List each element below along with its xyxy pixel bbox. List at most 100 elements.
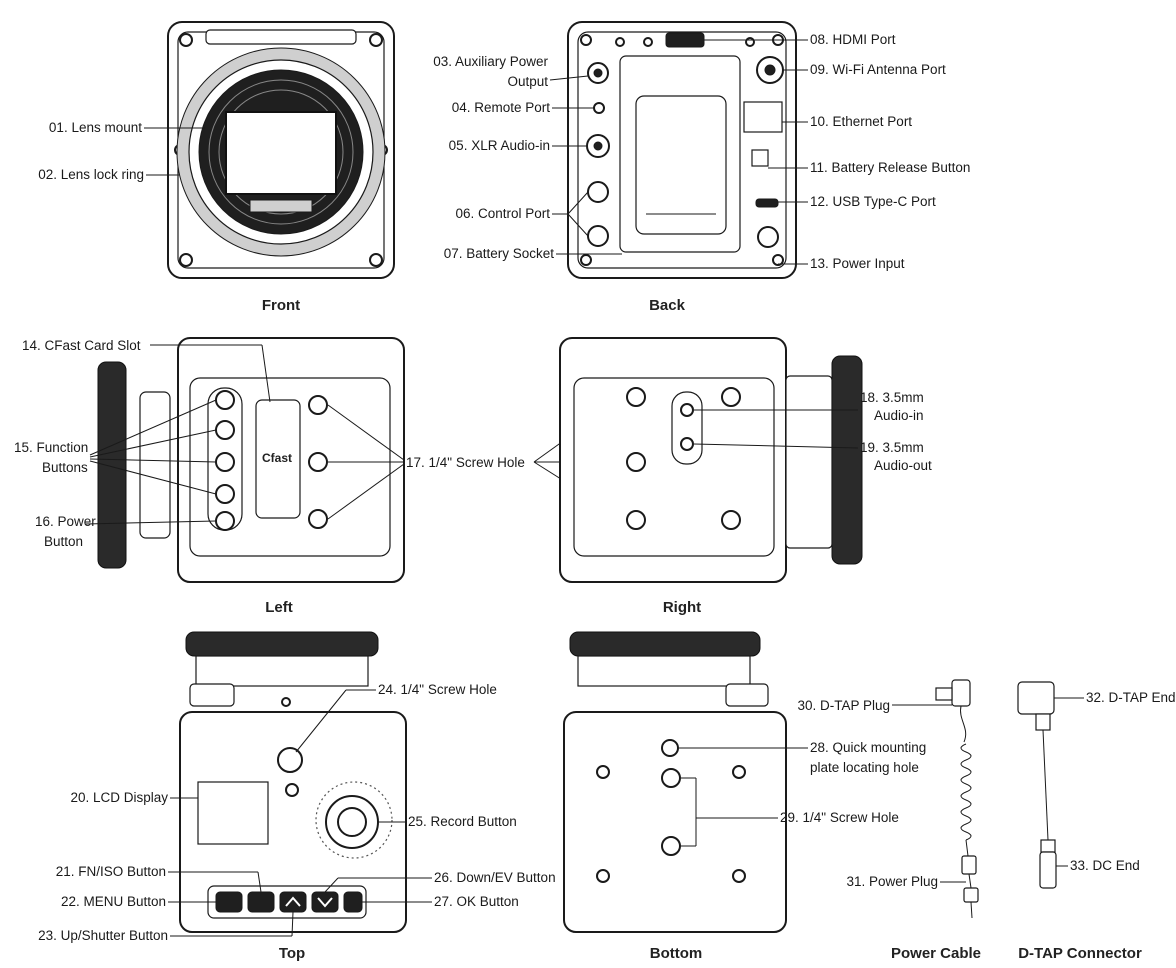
usb-c-port — [755, 198, 779, 208]
record-button-grip — [315, 781, 393, 859]
top-screw — [281, 697, 291, 707]
right-screw-hole — [721, 387, 741, 407]
callout-record-button: 25. Record Button — [408, 814, 517, 829]
callout-audio-out: 19. 3.5mm — [860, 440, 924, 455]
callout-lens-mount: 01. Lens mount — [49, 120, 142, 135]
callout-audio-in: 18. 3.5mm — [860, 390, 924, 405]
power-cable-wire — [960, 705, 967, 743]
right-handle-mount — [785, 375, 833, 549]
callout-top-screw-hole: 24. 1/4" Screw Hole — [378, 682, 497, 697]
right-screw-hole — [721, 510, 741, 530]
right-screw-hole — [626, 387, 646, 407]
record-button — [337, 807, 367, 837]
callout-function-buttons: 15. Function — [14, 440, 88, 455]
callout-xlr-audio-in: 05. XLR Audio-in — [449, 138, 550, 153]
bottom-view-title: Bottom — [650, 945, 703, 962]
xlr-audio-port-core — [593, 141, 603, 151]
leader-line — [567, 191, 589, 215]
callout-aux-power-output: 03. Auxiliary Power — [433, 54, 548, 69]
dtap-cable-wire — [1042, 729, 1049, 841]
top-clamp — [189, 683, 235, 707]
audio-out-jack — [680, 437, 694, 451]
hdmi-port — [665, 32, 705, 48]
right-handle — [831, 355, 863, 565]
dtap-end-strain-relief — [1035, 713, 1051, 731]
callout-fn-iso-button: 21. FN/ISO Button — [56, 864, 166, 879]
lens-mount-ring — [218, 89, 344, 215]
bottom-screw — [732, 869, 746, 883]
audio-jack-panel — [671, 391, 703, 465]
dtap-plug — [951, 679, 971, 707]
top-view-title: Top — [279, 945, 305, 962]
cfast-logo: Cfast — [262, 451, 292, 465]
leader-line — [89, 429, 217, 458]
ethernet-port — [743, 101, 783, 133]
bottom-handle — [569, 631, 761, 657]
callout-aux-power-output-line2: Output — [507, 74, 548, 89]
left-handle — [97, 361, 127, 569]
top-locating-hole — [285, 783, 299, 797]
back-screw — [580, 254, 592, 266]
left-screw-hole — [308, 395, 328, 415]
right-view-title: Right — [663, 599, 701, 616]
callout-power-button-line2: Button — [44, 534, 83, 549]
callout-ok-button: 27. OK Button — [434, 894, 519, 909]
power-plug — [963, 887, 979, 903]
up-shutter-button — [279, 891, 307, 913]
dtap-end — [1017, 681, 1055, 715]
wifi-antenna-port-core — [764, 64, 776, 76]
callout-locating-hole: 28. Quick mounting — [810, 740, 926, 755]
callout-control-port: 06. Control Port — [455, 206, 550, 221]
back-screw — [745, 37, 755, 47]
callout-function-buttons-line2: Buttons — [42, 460, 88, 475]
battery-plate — [635, 95, 727, 235]
bottom-screw — [732, 765, 746, 779]
callout-usb-c-port: 12. USB Type-C Port — [810, 194, 936, 209]
front-screw — [369, 33, 383, 47]
locating-hole — [661, 739, 679, 757]
ferrite-bead — [961, 855, 977, 875]
callout-cfast-card-slot: 14. CFast Card Slot — [22, 338, 141, 353]
function-button — [215, 420, 235, 440]
leader-line — [327, 404, 405, 461]
leader-line — [549, 75, 589, 81]
callout-lcd-display: 20. LCD Display — [70, 790, 168, 805]
leader-line — [693, 443, 859, 449]
callout-dtap-end: 32. D-TAP End — [1086, 690, 1176, 705]
back-screw — [643, 37, 653, 47]
audio-in-jack — [680, 403, 694, 417]
callout-hdmi-port: 08. HDMI Port — [810, 32, 896, 47]
bottom-screw-hole — [661, 768, 681, 788]
callout-remote-port: 04. Remote Port — [452, 100, 551, 115]
back-screw — [615, 37, 625, 47]
fn-iso-button — [247, 891, 275, 913]
top-handle — [185, 631, 379, 657]
back-view — [567, 21, 797, 279]
function-button — [215, 452, 235, 472]
power-input-port — [757, 226, 779, 248]
leader-line — [261, 344, 271, 403]
front-screw — [179, 253, 193, 267]
lens-mount-ring — [208, 79, 354, 225]
bottom-handle-mount — [577, 655, 751, 687]
left-screw-hole — [308, 509, 328, 529]
power-cable-title: Power Cable — [891, 945, 981, 962]
callout-audio-out-line2: Audio-out — [874, 458, 932, 473]
power-cable — [935, 679, 979, 919]
dtap-connector — [1017, 681, 1057, 889]
leader-line — [85, 520, 217, 525]
battery-release-button — [751, 149, 769, 167]
chevron-up-icon — [285, 896, 301, 907]
power-plug-pin — [970, 901, 973, 919]
menu-button — [215, 891, 243, 913]
callout-battery-release-button: 11. Battery Release Button — [810, 160, 970, 175]
aux-power-port-core — [593, 68, 603, 78]
bottom-screw — [596, 869, 610, 883]
callout-dtap-plug: 30. D-TAP Plug — [797, 698, 890, 713]
front-top-plate — [205, 29, 357, 45]
leader-line — [89, 399, 217, 456]
callout-dc-end: 33. DC End — [1070, 858, 1140, 873]
lens-contacts — [249, 199, 313, 213]
lcd-display — [197, 781, 269, 845]
leader-line — [567, 213, 589, 237]
